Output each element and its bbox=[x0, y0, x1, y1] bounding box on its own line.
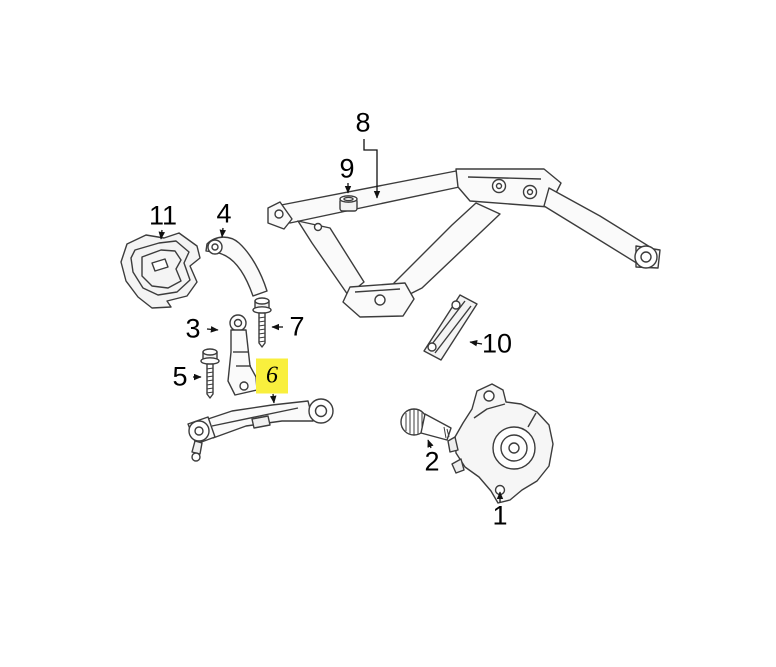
part-bolt-lower bbox=[200, 348, 220, 399]
leader-lines bbox=[158, 139, 504, 502]
part-brace-bracket bbox=[423, 294, 478, 361]
part-steering-knuckle bbox=[447, 383, 554, 504]
callout-9[interactable]: 9 bbox=[339, 153, 355, 184]
part-bolt-upper bbox=[252, 297, 272, 348]
leader-line-3 bbox=[206, 326, 219, 333]
leader-line-11 bbox=[158, 229, 166, 240]
leader-line-6 bbox=[269, 393, 277, 404]
leader-line-10 bbox=[469, 339, 483, 347]
callout-8[interactable]: 8 bbox=[355, 107, 371, 138]
leader-line-4 bbox=[219, 227, 227, 238]
part-mount-bushing bbox=[339, 195, 358, 212]
callout-10[interactable]: 10 bbox=[481, 328, 513, 359]
callout-11[interactable]: 11 bbox=[148, 200, 178, 231]
callout-5[interactable]: 5 bbox=[172, 361, 188, 392]
callout-7[interactable]: 7 bbox=[289, 311, 305, 342]
part-upper-control-arm bbox=[205, 236, 268, 297]
part-lower-control-arm bbox=[187, 398, 334, 462]
part-splash-shield bbox=[120, 232, 201, 309]
part-arm-link bbox=[227, 314, 258, 396]
leader-line-2 bbox=[427, 439, 434, 449]
callout-2[interactable]: 2 bbox=[424, 446, 440, 477]
callout-6[interactable]: 6 bbox=[256, 358, 288, 394]
callout-3[interactable]: 3 bbox=[185, 313, 201, 344]
part-subframe-crossmember bbox=[267, 168, 661, 318]
callout-4[interactable]: 4 bbox=[216, 198, 232, 229]
leader-line-8 bbox=[363, 139, 381, 199]
callout-1[interactable]: 1 bbox=[492, 500, 508, 531]
part-ball-joint-stud bbox=[400, 408, 452, 441]
